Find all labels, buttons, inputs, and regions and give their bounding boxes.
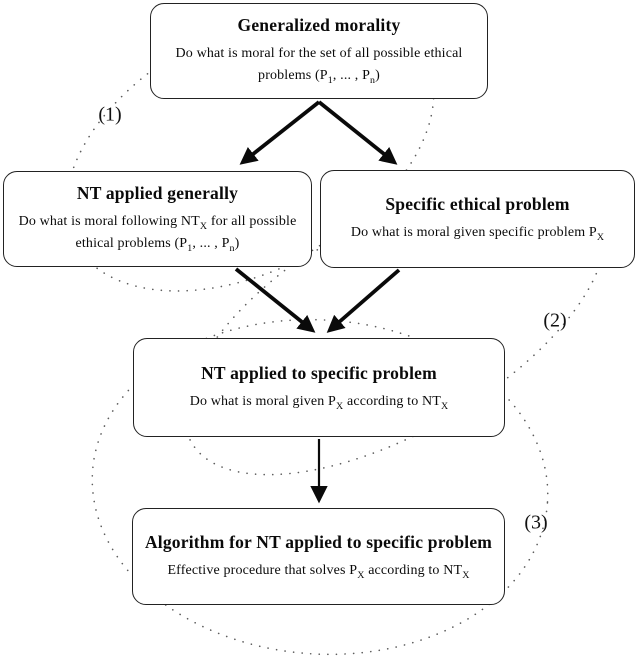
box-nt-applied-to-specific-problem: NT applied to specific problem Do what i… [133,338,505,437]
box-nt-applied-generally: NT applied generally Do what is moral fo… [3,171,312,267]
arrow-nt-general-to-nt-specific [234,267,316,333]
arrow-specific-problem-to-nt-specific [326,268,401,333]
box-body: Do what is moral following NTX for all p… [18,214,297,254]
box-body: Do what is moral given PX according to N… [189,393,449,412]
box-title: Algorithm for NT applied to specific pro… [144,531,493,552]
box-title: Generalized morality [237,15,401,36]
box-title: NT applied to specific problem [201,362,437,383]
group-label-3: (3) [524,511,548,534]
box-body: Do what is moral given specific problem … [350,225,605,243]
box-body: Effective procedure that solves PX accor… [167,562,470,581]
arrow-generalized-to-specific-problem [317,100,398,165]
box-generalized-morality: Generalized morality Do what is moral fo… [150,3,488,99]
group-label-2: (2) [543,309,567,332]
box-algorithm-for-nt: Algorithm for NT applied to specific pro… [132,508,505,605]
box-specific-ethical-problem: Specific ethical problem Do what is mora… [320,170,635,268]
box-title: NT applied generally [76,183,239,204]
arrow-generalized-to-nt-general [239,100,321,165]
box-title: Specific ethical problem [385,194,570,215]
group-label-1: (1) [98,103,122,126]
box-body: Do what is moral for the set of all poss… [175,46,463,86]
